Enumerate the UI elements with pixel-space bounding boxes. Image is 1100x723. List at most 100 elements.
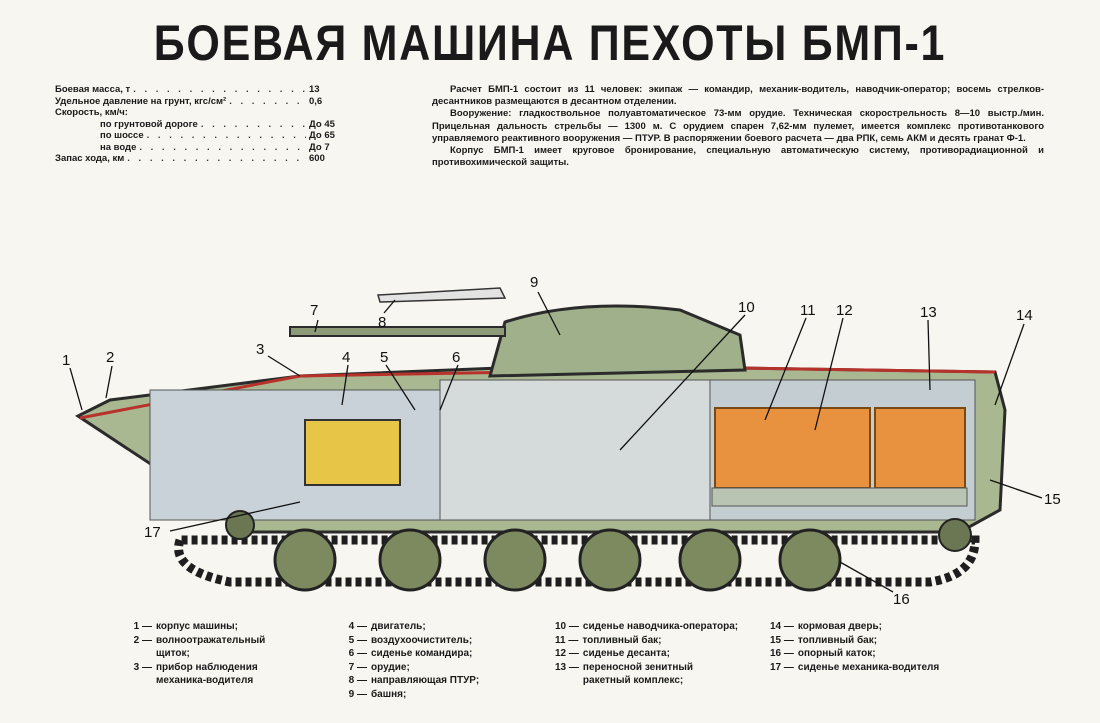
legend-item: 13 —переносной зенитный ракетный комплек… (555, 661, 740, 688)
spec-row: по грунтовой дороге До 45 (55, 119, 345, 131)
legend-text: кормовая дверь; (797, 621, 882, 632)
legend-number: 12 — (555, 648, 579, 659)
legend-number: 11 — (555, 634, 579, 646)
callout-17: 17 (144, 524, 161, 541)
legend-item: 12 —сиденье десанта; (555, 647, 740, 661)
callout-9: 9 (530, 274, 538, 291)
road-wheel (678, 528, 742, 592)
leader-dots (201, 119, 306, 131)
legend-number: 9 — (348, 688, 367, 700)
callout-11: 11 (800, 302, 816, 319)
legend-item: 6 — сиденье командира; (345, 647, 515, 661)
callout-15: 15 (1044, 491, 1061, 508)
road-wheel (778, 528, 842, 592)
description-paragraph: Вооружение: гладкоствольное полуавтомати… (432, 108, 1044, 144)
legend-item: 4 — двигатель; (345, 620, 515, 634)
spec-label: по шоссе (100, 130, 144, 141)
atgm-missile (377, 287, 507, 303)
legend-item: 3 —прибор наблюдения механика-водителя (130, 661, 300, 688)
legend-item: 1 — корпус машины; (130, 620, 300, 634)
callout-13: 13 (920, 304, 937, 321)
legend-column-4: 14 —кормовая дверь; 15 —топливный бак; 1… (770, 620, 955, 674)
drive-sprocket (225, 510, 255, 540)
legend-text: направляющая ПТУР; (371, 675, 480, 686)
legend-item: 8 —направляющая ПТУР; (345, 674, 515, 688)
road-wheels (273, 528, 842, 592)
spec-label: Боевая масса, т (55, 84, 131, 95)
legend-number: 1 — (133, 621, 152, 632)
legend-text: прибор наблюдения механика-водителя (156, 661, 258, 687)
spec-row: Боевая масса, т 13 (55, 84, 345, 96)
fighting-compartment (439, 379, 711, 521)
troop-seat (711, 487, 968, 507)
legend-number: 15 — (770, 634, 794, 646)
spec-label: Скорость, км/ч: (55, 107, 128, 118)
callout-3: 3 (256, 341, 264, 358)
callout-2: 2 (106, 349, 114, 366)
turret (488, 304, 747, 378)
bmp1-cutaway-drawing: 1 2 3 4 5 6 7 8 9 10 11 12 13 14 15 16 1… (62, 274, 1061, 608)
legend-number: 10 — (555, 621, 579, 632)
leader-lines (69, 291, 1043, 593)
legend-text: опорный каток; (797, 648, 876, 659)
legend-text: сиденье командира; (371, 648, 473, 659)
spec-value: До 45 (309, 118, 335, 130)
leader-dots (139, 142, 306, 154)
gun-barrel (289, 326, 506, 337)
legend-text: переносной зенитный ракетный комплекс; (582, 661, 694, 687)
legend-text: двигатель; (371, 621, 426, 632)
spec-label: Удельное давление на грунт, кгс/см² (55, 95, 227, 107)
spec-label: по грунтовой дороге (100, 118, 198, 130)
description-paragraph: Расчет БМП-1 состоит из 11 человек: экип… (432, 84, 1044, 108)
callout-10: 10 (738, 299, 755, 316)
spec-row: Скорость, км/ч: (55, 107, 345, 119)
road-wheel (273, 528, 337, 592)
legend-number: 17 — (770, 661, 794, 673)
legend-text: сиденье механика-водителя (797, 661, 940, 673)
callout-4: 4 (342, 349, 350, 366)
legend-column-1: 1 — корпус машины; 2 — волноотражательный … (130, 620, 300, 688)
callout-6: 6 (452, 349, 460, 366)
legend-number: 16 — (770, 648, 794, 659)
callout-7: 7 (310, 302, 318, 319)
legend-text: воздухоочиститель; (371, 634, 473, 646)
spec-value: 13 (309, 84, 320, 95)
description-text: Расчет БМП-1 состоит из 11 человек: экип… (432, 84, 1044, 169)
callout-1: 1 (62, 352, 70, 369)
fuel-tank-15 (874, 407, 966, 489)
legend-number: 14 — (770, 621, 794, 632)
legend-number: 2 — (133, 634, 152, 646)
legend-item: 10 —сиденье наводчика-оператора; (555, 620, 740, 634)
leader-dots (229, 96, 306, 108)
legend-item: 9 —башня; (345, 688, 515, 702)
spec-value: До 65 (309, 130, 335, 141)
legend-text: топливный бак; (582, 634, 662, 646)
legend-text: орудие; (371, 661, 410, 673)
legend-number: 4 — (348, 621, 367, 632)
spec-row: по шоссе До 65 (55, 130, 345, 142)
legend-column-2: 4 —двигатель; 5 —воздухоочиститель; 6 —с… (345, 620, 515, 701)
road-wheel (578, 528, 642, 592)
spec-label: Запас хода, км (55, 153, 125, 164)
callout-5: 5 (380, 349, 388, 366)
legend-item: 15 —топливный бак; (770, 634, 955, 648)
spec-row: Запас хода, км 600 (55, 153, 345, 165)
legend-item: 16 —опорный каток; (770, 647, 955, 661)
spec-value: 0,6 (309, 95, 323, 107)
callout-16: 16 (893, 591, 910, 608)
leader-dots (147, 130, 306, 142)
spec-row: на водеДо 7 (55, 142, 345, 154)
callout-8: 8 (378, 314, 386, 331)
legend-number: 13 — (555, 661, 579, 673)
legend-text: корпус машины; (156, 621, 239, 632)
legend-item: 7 — орудие; (345, 661, 515, 675)
legend-number: 6 — (348, 648, 367, 659)
description-paragraph: Корпус БМП-1 имеет круговое бронирование… (432, 145, 1044, 169)
spec-value: 600 (309, 153, 325, 164)
road-wheel (378, 528, 442, 592)
callout-14: 14 (1016, 307, 1033, 324)
legend-text: волноотражательный щиток; (156, 634, 266, 660)
legend-text: топливный бак; (797, 634, 878, 646)
legend-number: 7 — (348, 661, 367, 673)
legend-item: 14 —кормовая дверь; (770, 620, 955, 634)
